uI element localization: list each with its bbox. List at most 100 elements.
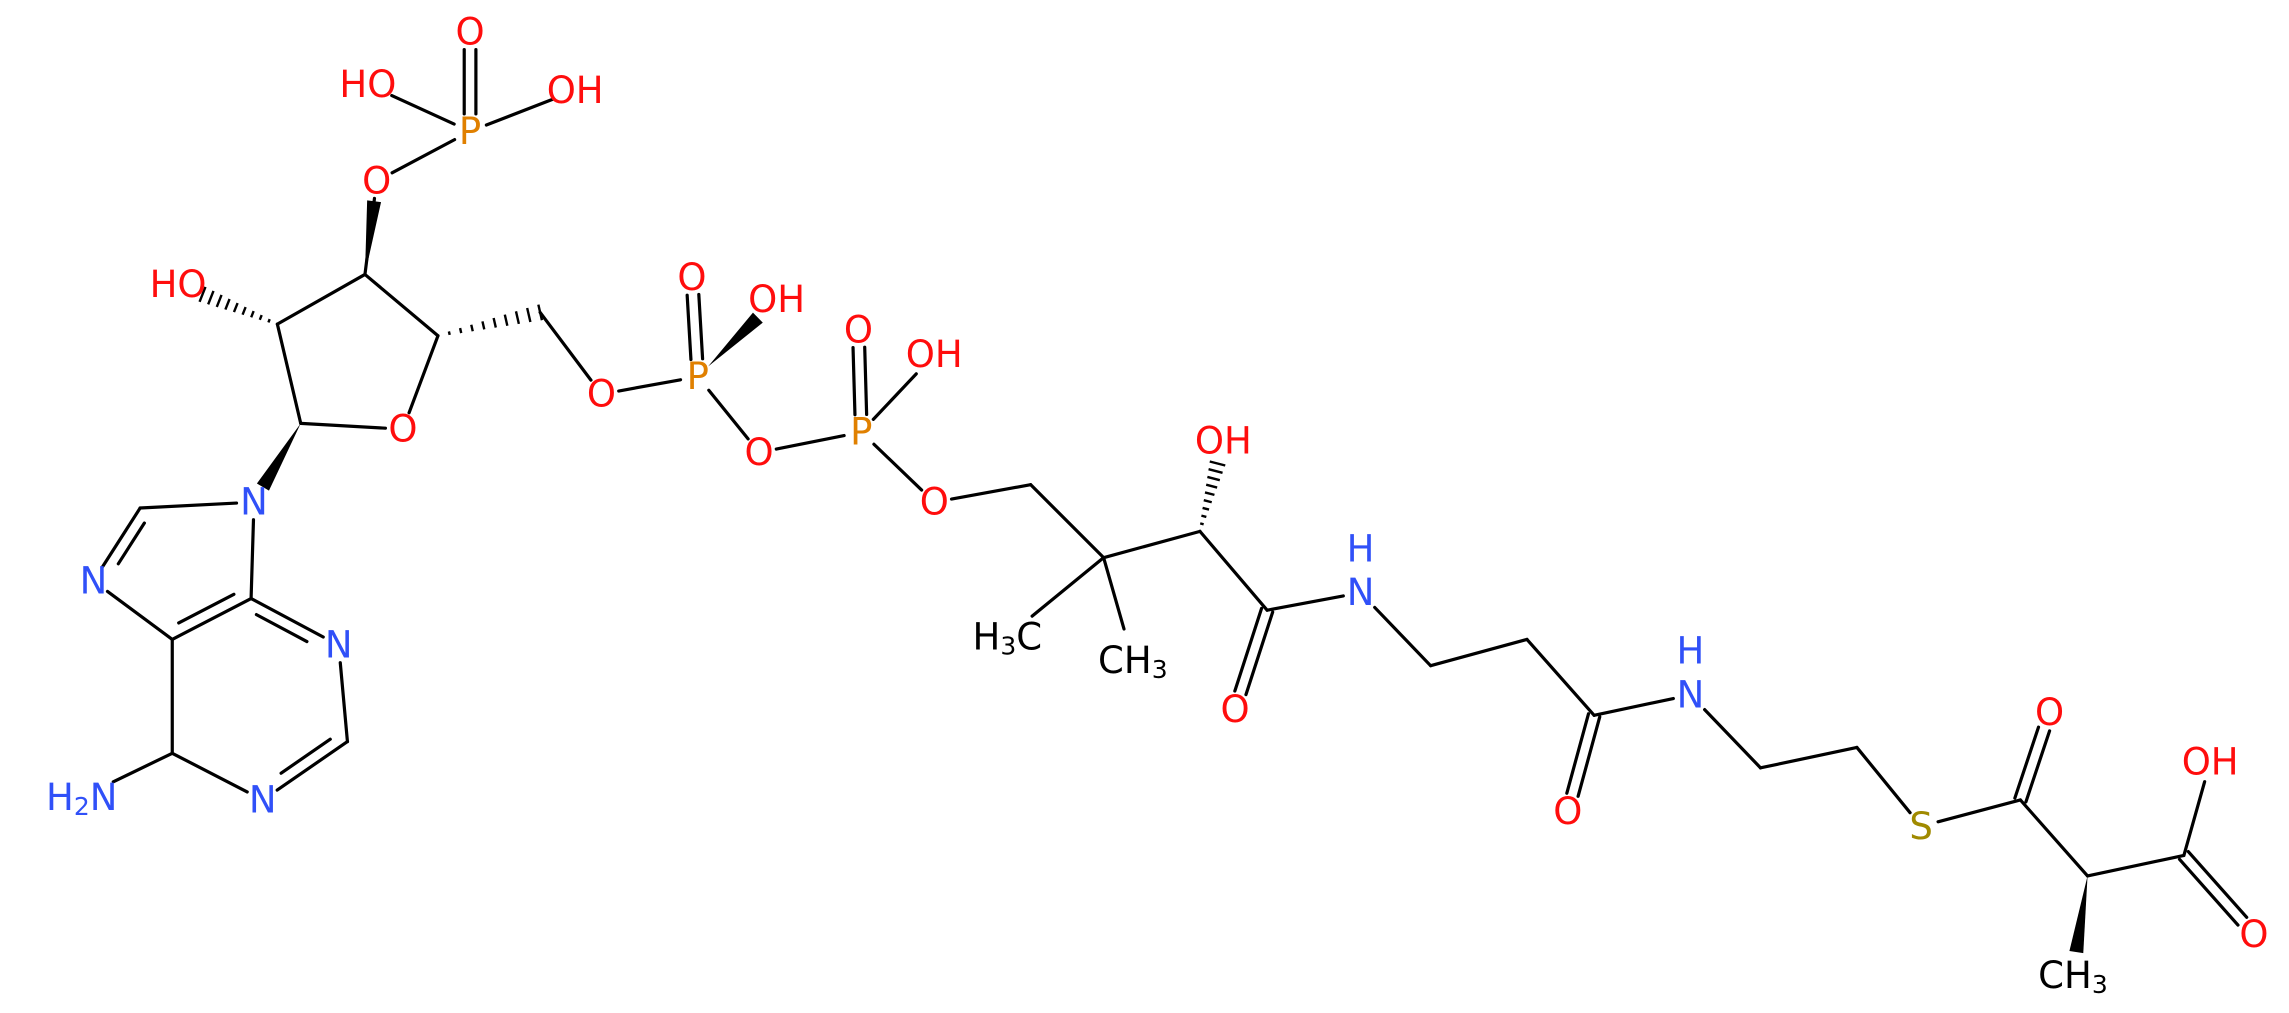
ring-bond bbox=[170, 751, 249, 794]
c-o-double-bond bbox=[2013, 725, 2041, 800]
c-nh2-bond bbox=[111, 751, 174, 784]
ring-double-bond bbox=[254, 613, 309, 644]
hash-stroke bbox=[1199, 522, 1204, 526]
p-oh-bond bbox=[871, 372, 918, 421]
atom-label-s: S bbox=[1909, 805, 1933, 848]
ring-double-bond bbox=[177, 592, 236, 625]
c4-c5-hashed bbox=[436, 304, 544, 338]
hash-stroke bbox=[207, 290, 215, 305]
ring-bond bbox=[275, 322, 303, 425]
ring-bond bbox=[338, 661, 350, 744]
hash-stroke bbox=[241, 306, 247, 316]
c-s-bond bbox=[1855, 745, 1912, 815]
c-c-bond bbox=[1198, 529, 1269, 612]
atom-label-ch3-c: CH3 bbox=[2038, 954, 2108, 999]
o-c-bond bbox=[949, 483, 1033, 501]
p-o-double-bond bbox=[851, 345, 857, 417]
hash-stroke bbox=[215, 294, 223, 308]
atom-label-o5: O bbox=[587, 373, 616, 416]
p-o-bond bbox=[390, 138, 457, 175]
atom-label-o-p2-top: O bbox=[677, 256, 706, 299]
c3-o-wedge bbox=[364, 200, 382, 275]
atom-label-ho-c2: HO bbox=[150, 263, 207, 306]
hash-stroke bbox=[470, 324, 474, 332]
atom-label-nh-1: N bbox=[1347, 571, 1375, 614]
hash-stroke bbox=[1202, 506, 1210, 511]
atom-label-oh-p2: OH bbox=[748, 278, 805, 321]
c-o-double-bond bbox=[2177, 857, 2240, 927]
ring-double-bond bbox=[116, 521, 146, 566]
hash-stroke bbox=[232, 302, 239, 313]
hash-stroke bbox=[481, 321, 486, 330]
atom-label-ch3-a: H3C bbox=[972, 615, 1042, 660]
atom-label-p1: P bbox=[459, 110, 481, 153]
atom-label-h-nh-1: H bbox=[1347, 527, 1375, 570]
ring-bond bbox=[249, 518, 256, 601]
hash-stroke bbox=[1205, 483, 1218, 489]
atom-label-oh-p3: OH bbox=[906, 333, 963, 376]
c-o-double-bond bbox=[1565, 712, 1591, 795]
atom-label-ho-p1-left: HO bbox=[339, 63, 396, 106]
ring-bond bbox=[275, 272, 367, 326]
c-ch3-bond bbox=[1102, 556, 1126, 631]
hash-stroke bbox=[1203, 499, 1213, 504]
atom-label-layer: HOOOHPOHOONNNNH2NOOHPOOOOHPOOHH3CCH3ONHO… bbox=[46, 11, 2268, 999]
hash-stroke bbox=[447, 331, 451, 336]
ring-double-bond bbox=[279, 737, 332, 775]
ring-double-bond bbox=[249, 596, 325, 639]
o-p-bond bbox=[774, 433, 846, 451]
atom-label-o-thio: O bbox=[2035, 691, 2064, 734]
c-o-double-bond bbox=[1576, 715, 1602, 798]
atom-label-o-ring: O bbox=[388, 408, 417, 451]
c-ch3-bond bbox=[1030, 556, 1106, 618]
ring-double-bond bbox=[101, 506, 142, 568]
s-c-bond bbox=[1936, 798, 2022, 824]
c-o-double-bond bbox=[1233, 606, 1264, 693]
p-oh-bond bbox=[484, 97, 556, 127]
c5-o5-bond bbox=[538, 310, 593, 382]
atom-label-nh-2: N bbox=[1677, 673, 1705, 716]
atom-label-n7: N bbox=[80, 560, 108, 603]
n-c-bond bbox=[1703, 708, 1763, 770]
hash-stroke bbox=[1207, 475, 1221, 482]
p-o-bond bbox=[872, 442, 924, 492]
atom-label-h-nh-2: H bbox=[1677, 630, 1705, 673]
ring-bond bbox=[363, 272, 440, 338]
hash-stroke bbox=[526, 307, 532, 323]
atom-label-o-amide1: O bbox=[1220, 688, 1249, 731]
atom-label-p3: P bbox=[850, 411, 872, 454]
c-n-bond bbox=[1592, 696, 1675, 717]
hash-stroke bbox=[1204, 491, 1215, 497]
atom-label-n9: N bbox=[240, 481, 268, 524]
c-o-double-bond bbox=[2024, 729, 2052, 804]
hash-stroke bbox=[503, 314, 509, 326]
ring-double-bond bbox=[170, 596, 253, 642]
atom-label-o-amide2: O bbox=[1553, 790, 1582, 833]
ring-bond bbox=[299, 421, 388, 430]
c-o-double-bond bbox=[1244, 610, 1275, 697]
atom-label-o-acid: O bbox=[2239, 913, 2268, 956]
c-c-bond bbox=[2085, 853, 2186, 878]
hash-stroke bbox=[250, 310, 255, 318]
p-o-double-bond bbox=[685, 293, 693, 362]
ring-bond bbox=[105, 589, 174, 642]
atom-label-n1: N bbox=[249, 778, 277, 821]
c-n-bond bbox=[1265, 594, 1345, 612]
c-c-bond bbox=[2018, 798, 2090, 878]
c-ch3-wedge bbox=[2069, 875, 2088, 954]
n-c-bond bbox=[1373, 605, 1433, 668]
hash-stroke bbox=[492, 317, 497, 328]
hash-stroke bbox=[1201, 514, 1207, 519]
hash-stroke bbox=[258, 314, 263, 321]
ring-bond bbox=[138, 501, 239, 510]
c2-oh-hashed bbox=[198, 286, 279, 326]
atom-label-p2: P bbox=[687, 355, 709, 398]
atom-label-nh2: H2N bbox=[46, 776, 117, 821]
atom-label-oh-pant: OH bbox=[1195, 419, 1252, 462]
ring-bond bbox=[407, 334, 440, 415]
c-c-bond bbox=[1102, 529, 1202, 560]
hash-stroke bbox=[1208, 468, 1223, 474]
hash-stroke bbox=[514, 311, 521, 325]
p-o-double-bond bbox=[863, 345, 869, 417]
